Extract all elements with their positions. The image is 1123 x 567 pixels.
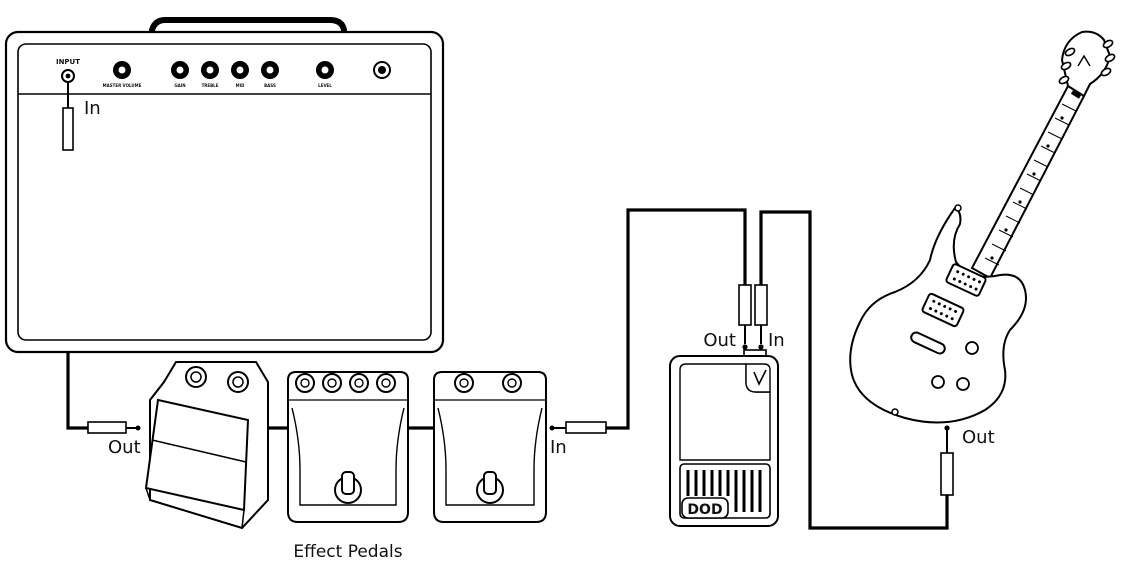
guitar-headstock: [1060, 30, 1112, 98]
guitar-neck: [970, 84, 1086, 280]
electric-guitar: [849, 30, 1116, 424]
guitar-tone-knob-2[interactable]: [956, 377, 970, 391]
pickup-neck: [945, 263, 987, 297]
knob-gain[interactable]: GAIN: [171, 61, 189, 88]
pedal-expression: [144, 361, 269, 530]
cables: [66, 150, 949, 530]
footswitch-icon[interactable]: [476, 471, 504, 504]
knob-bass[interactable]: BASS: [261, 61, 279, 88]
guitar-output-jack: [891, 408, 899, 416]
tuner-pegs-icon: [1058, 39, 1116, 85]
guitar-strap-button: [954, 204, 962, 212]
label-amp-in: In: [84, 98, 101, 119]
knob-label: BASS: [264, 83, 276, 88]
knob-label: MID: [236, 83, 245, 88]
knob-label: TREBLE: [202, 83, 219, 88]
label-chain-out: Out: [108, 437, 141, 458]
amp-input-label: INPUT: [56, 58, 80, 66]
cable-chain-to-looper: [606, 208, 747, 430]
plug-amp-in: [62, 82, 74, 151]
knob-label: MASTER VOLUME: [103, 83, 142, 88]
footswitch-icon[interactable]: [334, 471, 362, 504]
looper-pedal: DOD: [669, 349, 779, 527]
looper-brand-logo: DOD: [687, 502, 722, 518]
plug-chain-out: [87, 421, 141, 434]
knob-label: GAIN: [174, 83, 185, 88]
knob-label: LEVEL: [318, 83, 332, 88]
knob-treble[interactable]: TREBLE: [201, 61, 219, 88]
plug-chain-in: [549, 421, 607, 434]
pedal-two-knob: [433, 371, 547, 523]
label-chain-in: In: [550, 437, 567, 458]
pedal-four-knob: [287, 371, 409, 523]
pickup-bridge: [921, 292, 965, 328]
power-light-icon: [373, 61, 391, 79]
knob-level[interactable]: LEVEL: [316, 61, 334, 88]
plug-looper-in: [754, 284, 768, 350]
label-guitar-out: Out: [962, 427, 995, 448]
knob-master-volume[interactable]: MASTER VOLUME: [103, 61, 142, 88]
label-loop-in: In: [768, 330, 785, 351]
amplifier: INPUT MASTER VOLUME GAIN TREBLE MID BASS…: [4, 17, 445, 354]
guitar-tone-knob[interactable]: [931, 375, 945, 389]
label-loop-out: Out: [703, 330, 736, 351]
cable-looper-in-to-guitar: [759, 210, 949, 530]
plug-guitar-out: [940, 425, 954, 496]
brand-v-icon: [753, 369, 767, 386]
amp-grille: [17, 43, 432, 341]
guitar-bridge: [910, 331, 946, 355]
plug-looper-out: [738, 284, 752, 350]
guitar-volume-knob[interactable]: [965, 341, 979, 355]
amp-handle: [149, 17, 347, 33]
knob-mid[interactable]: MID: [231, 61, 249, 88]
pedals-caption: Effect Pedals: [293, 542, 402, 562]
